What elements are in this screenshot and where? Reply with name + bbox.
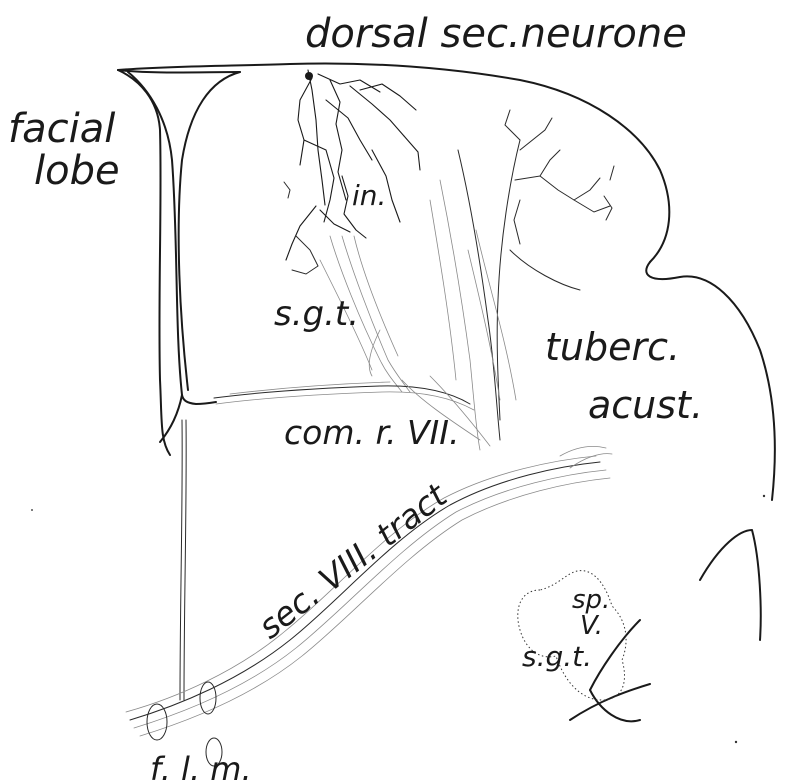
labels: dorsal sec.neurone facial lobe in. s.g.t… bbox=[8, 11, 703, 784]
label-facial: facial bbox=[8, 106, 115, 152]
label-dorsal-sec-neurone: dorsal sec.neurone bbox=[305, 11, 687, 57]
label-sgt-upper: s.g.t. bbox=[274, 294, 359, 334]
sec-viii-tract-fibres bbox=[126, 446, 612, 736]
label-v: V. bbox=[580, 611, 603, 641]
label-in: in. bbox=[352, 179, 386, 212]
dorsal-neurone-arbor bbox=[284, 70, 420, 274]
label-acust: acust. bbox=[588, 383, 703, 427]
label-com-r-vii: com. r. VII. bbox=[284, 413, 460, 452]
stray-dot bbox=[31, 509, 33, 511]
label-sgt-lower: s.g.t. bbox=[522, 640, 592, 673]
stray-dot bbox=[763, 495, 765, 497]
label-sec-viii-tract: sec. VIII. tract bbox=[251, 475, 455, 646]
stray-dot bbox=[735, 741, 737, 743]
acusticum-dendrites bbox=[430, 110, 614, 450]
label-flm: f. l. m. bbox=[150, 750, 252, 784]
label-tuberc: tuberc. bbox=[545, 325, 680, 369]
label-lobe: lobe bbox=[34, 148, 120, 194]
